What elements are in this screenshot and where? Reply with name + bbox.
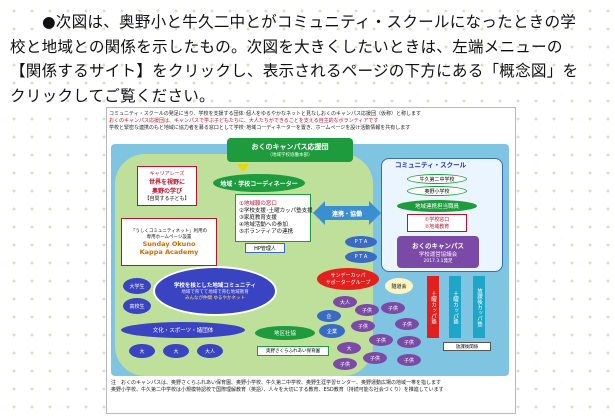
community-oval: 学校を核とした地域コミュニティ 地域で育てて地域で育む地域教育 みんなが仲間 ゆ… (153, 266, 277, 316)
cs-item-2: ②地域教育 (424, 224, 450, 230)
diagram-footnote: 注 おくのキャンパスは、奥野さくらふれあい保育園、奥野小学校、牛久第二中学校、奥… (111, 380, 509, 393)
cs-staff: 地域連携担当職員 (397, 200, 477, 212)
juku-pillar-1: 土曜カッパ塾 (427, 276, 439, 338)
coord-item: ⑤ボランティアの連携 (239, 228, 294, 235)
coordinator-tasks: ①地域願の窓口 ②学校支援･土曜カッパ塾支援 ③家庭教育支援 ④地域活動への参加… (235, 194, 313, 242)
coord-item: ③家庭教育支援 (239, 214, 277, 221)
community-sub-1: 地域で育てて地域で育む地域教育 (181, 290, 249, 295)
adult-oval: 大 (129, 344, 155, 358)
sunday-academy-box: 「うしくコミュニティネット」利用の 専用ホームページ設置 Sunday Okun… (121, 218, 217, 266)
coordinator-oval: 地域・学校コーディネーター (213, 174, 305, 192)
community-sub-2: みんなが仲間 ゆるやかネット (185, 296, 245, 301)
footnote-1: 注 おくのキャンパスは、奥野さくらふれあい保育園、奥野小学校、牛久第二中学校、奥… (111, 380, 441, 386)
district-oval: 地区社協 (255, 326, 315, 340)
culture-oval: 文化・スポーツ・諸団体 (121, 322, 245, 338)
store-oval: 企 (317, 310, 341, 322)
support-group-title: おくのキャンパス応援団 (251, 143, 329, 151)
nursery-label: 奥野さくらふれあい保育園 (257, 346, 329, 356)
adult-oval: 大人 (333, 296, 357, 308)
coord-item: ②学校支援･土曜カッパ塾支援 (239, 207, 313, 214)
child-oval: 子供 (351, 320, 375, 332)
career-line-3: 【自問する子ども】 (144, 196, 190, 202)
supporter-group-oval: サンデーカッパ サポーターグループ (317, 268, 379, 290)
sunday-name-1: Sunday Okuno (142, 240, 196, 248)
univ-oval: 大学生 (123, 278, 151, 294)
adult-oval: 大 (337, 342, 361, 354)
adult-oval: 大人 (197, 344, 223, 358)
child-oval: 子供 (397, 354, 421, 366)
left-arrow-icon (313, 201, 325, 225)
child-oval: 子供 (355, 304, 379, 316)
campus-title: おくのキャンパス (412, 242, 464, 250)
child-oval: 子供 (397, 336, 421, 348)
sunday-subtitle: 専用ホームページ設置 (146, 235, 192, 240)
diagram-header-1: コミュニティ・スクールの発足に当り、学校を支援する団体･個人をゆるやかなネットと… (109, 111, 422, 117)
intro-line-4: クリックしてご覧ください。 (10, 86, 215, 105)
coord-item: ④地域活動への参加 (239, 221, 288, 228)
supporter-line-2: サポーターグループ (325, 280, 371, 286)
intro-paragraph: ●次図は、奥野小と牛久二中とがコミュニティ・スクールになったときの学 校と地域と… (10, 10, 606, 108)
tunnel-oval: 隧道会 (385, 278, 413, 294)
footnote-2: 奥野小学校、牛久第二中学校は小規模特認校で国際理解教育（英語）、人々を大切にする… (111, 386, 444, 393)
community-title: 学校を核とした地域コミュニティ (173, 283, 257, 289)
pta-oval-2: P T A (345, 251, 377, 263)
career-line-1: 世界を視野に (148, 179, 185, 186)
campus-date: 2017.3.1発足 (423, 259, 453, 264)
supporter-line-1: サンデーカッパ (330, 273, 366, 279)
intro-line-1: ●次図は、奥野小と牛久二中とがコミュニティ・スクールになったときの学 (42, 13, 577, 31)
link-arrow: 連携・協働 (325, 206, 369, 220)
sunday-title: 「うしくコミュニティネット」利用の (130, 229, 208, 234)
campus-council: おくのキャンパス 学校運営協議会 2017.3.1発足 (397, 236, 479, 268)
child-oval: 子供 (333, 358, 357, 370)
career-line-2: 奥野の学び (151, 188, 182, 195)
support-group-banner: おくのキャンパス応援団 （地域学校協働本部） (227, 138, 353, 162)
diagram-header-2: おくのキャンパス応援団は、キャンパスで学ぶ子どもたちに、大人たちができることを支… (109, 118, 379, 124)
diagram-header-3: 学校と緊密な連携のもと地域に協力者を募る窓口として学校･地域コーディネーターを置… (109, 125, 411, 131)
child-oval: 子供 (395, 318, 419, 330)
sunday-name-2: Kappa Academy (139, 248, 199, 256)
company-oval: 企業 (319, 324, 345, 338)
child-oval: 子供 (381, 302, 405, 314)
intro-line-3: 【関係するサイト】をクリックし、表示されるページの下方にある「概念図」を (10, 62, 579, 80)
career-title: キャリアレーズ (149, 171, 185, 177)
cs-school-2: 奥野小学校 (407, 186, 467, 196)
intro-line-2: 校と地域との関係を示したもの。次図を大きくしたいときは、左端メニューの (10, 37, 563, 56)
cs-title: コミュニティ・スクール (395, 161, 467, 169)
child-oval: 子供 (363, 352, 387, 364)
pta-oval-1: P T A (345, 236, 377, 248)
cs-item-1: ①学校窓口 (424, 217, 450, 223)
career-box: キャリアレーズ 世界を視野に 奥野の学び 【自問する子ども】 (137, 166, 197, 206)
after-school-label: 放課後関係 (443, 342, 491, 351)
adult-oval: 大 (163, 344, 189, 358)
hs-oval: 高校生 (123, 298, 151, 314)
right-arrow-icon (369, 201, 381, 225)
down-arrow-icon (237, 164, 249, 172)
cs-school-1: 牛久第二中学校 (407, 174, 467, 184)
support-group-subtitle: （地域学校協働本部） (267, 153, 313, 158)
after-school-pillar: 放課後カッパ塾 (473, 276, 485, 338)
concept-diagram[interactable]: コミュニティ・スクールの発足に当り、学校を支援する団体･個人をゆるやかなネットと… (106, 107, 516, 414)
child-oval: 子供 (369, 334, 393, 346)
hp-admin-label: HP管理人 (245, 243, 285, 253)
coord-item: ①地域願の窓口 (239, 200, 277, 207)
campus-subtitle: 学校運営協議会 (418, 252, 458, 258)
juku-pillar-2: 土曜カッパ塾 (449, 276, 461, 338)
cs-items: ①学校窓口 ②地域教育 (407, 214, 467, 232)
